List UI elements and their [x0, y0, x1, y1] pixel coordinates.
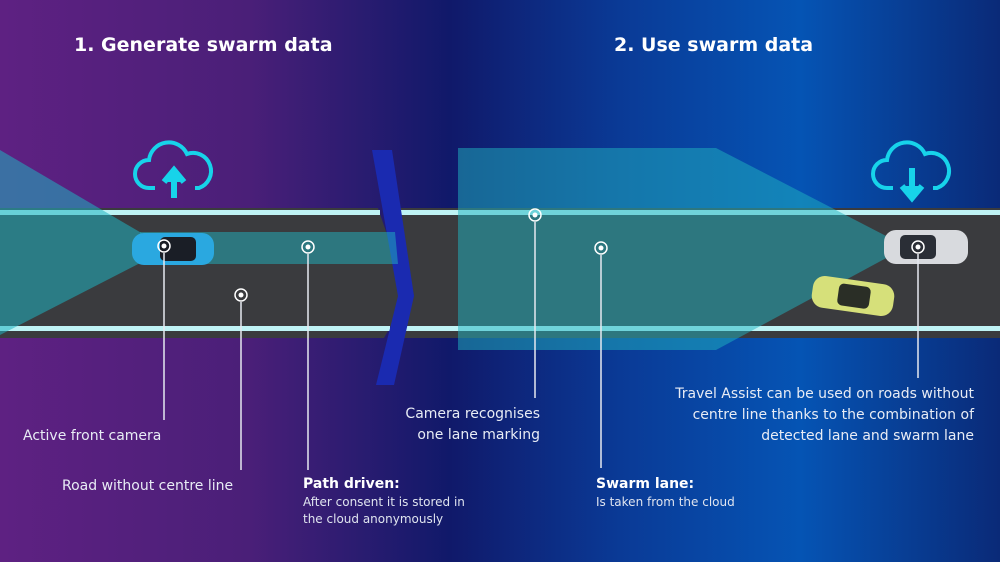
label-active-front-camera: Active front camera	[23, 428, 162, 444]
pin-travel-assist	[911, 240, 925, 254]
label-road-without-centre-line: Road without centre line	[62, 478, 234, 494]
car-blue	[132, 233, 214, 265]
camera-beam-right	[716, 148, 890, 350]
swarm-area	[458, 148, 716, 350]
label-path-driven: Path driven: After consent it is stored …	[303, 476, 465, 526]
cloud-upload-icon	[133, 140, 213, 198]
label-camera-recognises: Camera recognises one lane marking	[405, 406, 540, 443]
pin-road	[234, 288, 248, 302]
camera-beam-left	[0, 150, 150, 335]
section1-title: 1. Generate swarm data	[74, 34, 333, 56]
label-swarm-lane: Swarm lane: Is taken from the cloud	[596, 476, 735, 509]
pin-active-camera	[157, 239, 171, 253]
road-break	[372, 150, 414, 385]
label-travel-assist: Travel Assist can be used on roads witho…	[675, 386, 974, 444]
leader-lines	[163, 222, 919, 470]
pin-swarm-lane	[594, 241, 608, 255]
cloud-download-icon	[871, 140, 951, 203]
pin-lane-marking	[528, 208, 542, 222]
car-yellow	[811, 276, 895, 316]
section2-title: 2. Use swarm data	[614, 34, 814, 56]
pin-path-driven	[301, 240, 315, 254]
car-silver	[884, 230, 968, 264]
pins	[157, 208, 925, 302]
